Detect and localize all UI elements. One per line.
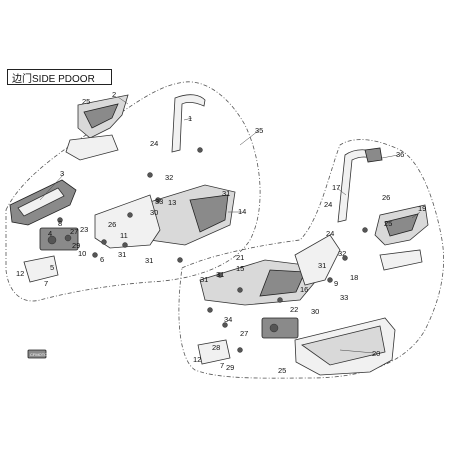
callout-34: 34 <box>224 315 232 324</box>
fasteners <box>57 147 368 353</box>
callout-7a: 7 <box>44 279 48 288</box>
callout-14: 14 <box>238 207 246 216</box>
callout-24c: 24 <box>326 229 334 238</box>
callout-27a: 27 <box>70 227 78 236</box>
handle-bracket-right <box>379 249 423 271</box>
callout-33b: 33 <box>340 293 348 302</box>
callout-18: 18 <box>350 273 358 282</box>
callout-2: 2 <box>112 90 116 99</box>
callout-12a: 12 <box>16 269 24 278</box>
callout-32a: 32 <box>165 173 173 182</box>
callout-32b: 32 <box>338 249 346 258</box>
callout-19: 19 <box>418 204 426 213</box>
callout-5: 5 <box>50 263 54 272</box>
callout-labels: 1 2 3 14 35 36 17 19 20 15 13 12 12 7 7 … <box>16 90 426 375</box>
door-panel-left-trim <box>189 194 229 233</box>
callout-26a: 26 <box>108 220 116 229</box>
callout-23: 23 <box>80 225 88 234</box>
hinge-left-bolt <box>47 235 57 245</box>
callout-31c: 31 <box>200 275 208 284</box>
callout-29b: 29 <box>226 363 234 372</box>
panel-20-inner <box>301 325 386 366</box>
callout-28: 28 <box>212 343 220 352</box>
latch-bracket-right <box>197 339 231 365</box>
callout-30b: 30 <box>311 307 319 316</box>
handle-bracket-left <box>65 134 119 161</box>
callout-8: 8 <box>58 219 62 228</box>
callout-31d: 31 <box>145 256 153 265</box>
callout-33a: 33 <box>155 197 163 206</box>
callout-29a: 29 <box>72 241 80 250</box>
callout-12b: 12 <box>193 355 201 364</box>
callout-11: 11 <box>120 231 128 240</box>
hinge-left-bolt-2 <box>64 234 72 242</box>
leader-lines <box>39 96 421 354</box>
hinge-right-bolt <box>269 323 279 333</box>
callout-3: 3 <box>60 169 64 178</box>
door-frame-right <box>294 234 341 286</box>
callout-26b: 26 <box>382 193 390 202</box>
hinge-right <box>261 317 299 339</box>
left-door-group-outline <box>5 81 261 302</box>
callout-30a: 30 <box>150 208 158 217</box>
callout-31b: 31 <box>216 270 224 279</box>
callout-31a: 31 <box>222 189 230 198</box>
callout-27b: 27 <box>240 329 248 338</box>
callout-31e: 31 <box>118 250 126 259</box>
callout-6: 6 <box>100 255 104 264</box>
panel-2-inner <box>83 103 119 129</box>
panel-19-inner <box>384 213 419 237</box>
hinge-left <box>39 227 79 251</box>
callout-16: 16 <box>300 285 308 294</box>
title-box <box>7 69 112 85</box>
right-door-group-outline <box>178 139 444 379</box>
diagram-title: 边门SIDE PDOOR <box>12 74 95 85</box>
callout-10: 10 <box>78 249 86 258</box>
callout-24a: 24 <box>150 139 158 148</box>
callout-1: 1 <box>188 114 192 123</box>
bracket-36 <box>364 147 383 163</box>
frame-tube-1 <box>171 94 206 153</box>
callout-36: 36 <box>396 150 404 159</box>
callout-7b: 7 <box>220 361 224 370</box>
callout-20: 20 <box>372 349 380 358</box>
callout-13: 13 <box>168 198 176 207</box>
callout-35: 35 <box>255 126 263 135</box>
callout-25b: 25 <box>384 219 392 228</box>
brand-logo-text: CFMOTO <box>30 352 47 357</box>
callout-4: 4 <box>48 229 52 238</box>
latch-bracket-left <box>23 255 59 283</box>
callout-24b: 24 <box>324 200 332 209</box>
callout-25c: 25 <box>278 366 286 375</box>
door-frame-left <box>94 194 161 249</box>
callout-25a: 25 <box>82 97 90 106</box>
door-panel-right-trim <box>259 269 306 297</box>
callout-31f: 31 <box>318 261 326 270</box>
brand-logo <box>27 349 47 359</box>
callout-22: 22 <box>290 305 298 314</box>
callout-15: 15 <box>236 264 244 273</box>
callout-17: 17 <box>332 183 340 192</box>
callout-9: 9 <box>334 279 338 288</box>
callout-21: 21 <box>236 253 244 262</box>
